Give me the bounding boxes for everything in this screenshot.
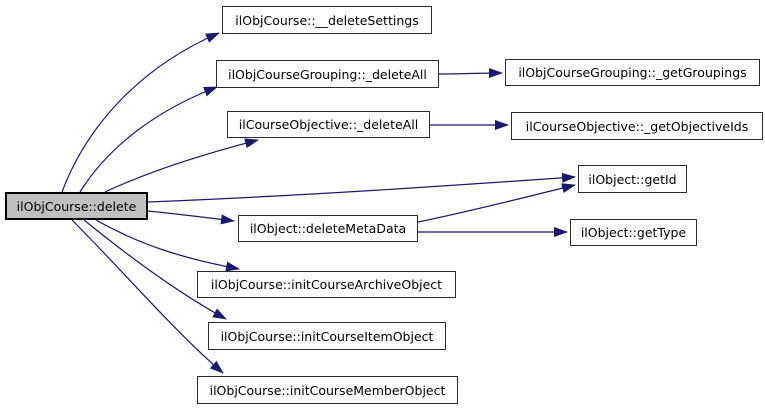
node-ilobjcoursegrouping-getgroupings[interactable]: ilObjCourseGrouping::_getGroupings [505, 59, 760, 86]
edge-delete-to-objectivedeleteall [104, 138, 259, 193]
edge-deletemetadata-to-getid [417, 183, 576, 223]
node-ilobject-deletemetadata[interactable]: ilObject::deleteMetaData [238, 215, 418, 242]
edge-delete-to-initcoursememberobject [71, 219, 224, 374]
node-ilobjcourse-delete: ilObjCourse::delete [5, 192, 148, 220]
node-ilobjcourse-initcoursememberobject[interactable]: ilObjCourse::initCourseMemberObject [197, 376, 458, 404]
edge-delete-to-initcoursearchiveobject [95, 219, 240, 272]
node-ilobjcourse-initcourseitemobject[interactable]: ilObjCourse::initCourseItemObject [208, 322, 446, 350]
edge-delete-to-deletemetadata [147, 210, 235, 225]
edge-groupingdeleteall-to-getgroupings [438, 68, 503, 79]
node-ilobjcourse-initcoursearchiveobject[interactable]: ilObjCourse::initCourseArchiveObject [197, 271, 456, 298]
edge-delete-to-initcourseitemobject [83, 219, 227, 320]
edge-delete-to-groupingdeleteall [79, 86, 218, 193]
edge-delete-to-getid [147, 172, 576, 203]
node-ilcourseobjective-getobjectiveids[interactable]: ilCourseObjective::_getObjectiveIds [511, 112, 763, 140]
node-ilobject-getid[interactable]: ilObject::getId [578, 165, 687, 193]
node-ilobjcoursegrouping-deleteall[interactable]: ilObjCourseGrouping::_deleteAll [216, 60, 439, 88]
node-ilobjcourse-deletesettings[interactable]: ilObjCourse::__deleteSettings [222, 6, 432, 34]
node-ilobject-gettype[interactable]: ilObject::getType [570, 219, 697, 246]
node-ilcourseobjective-deleteall[interactable]: ilCourseObjective::_deleteAll [227, 111, 430, 138]
edge-delete-to-deletesettings [61, 32, 220, 193]
